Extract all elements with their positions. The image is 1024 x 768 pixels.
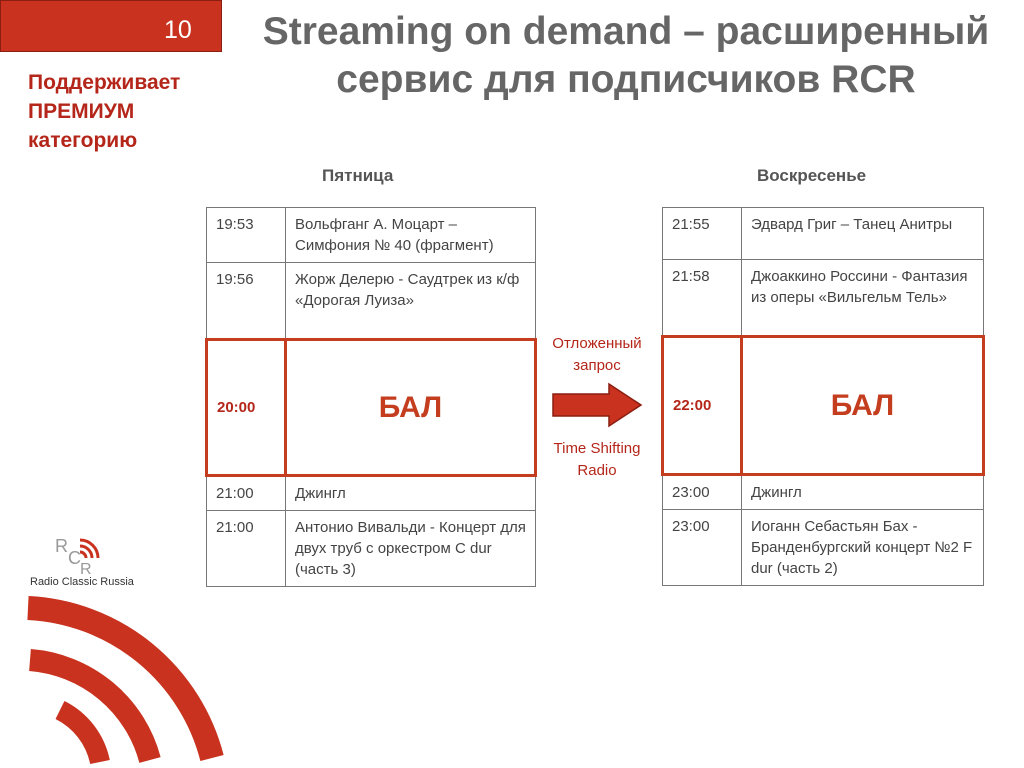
table-row: 19:56 Жорж Делерю - Саудтрек из к/ф «Дор… [206,262,536,340]
slide-number: 10 [164,16,192,44]
right-arrow-icon [552,382,643,428]
time-cell: 21:55 [662,207,742,260]
page-title-line-1: Streaming on demand – расширенный [262,10,990,53]
time-cell: 19:56 [206,262,286,340]
table-row: 19:53 Вольфганг А. Моцарт – Симфония № 4… [206,207,536,263]
day-label-sunday: Воскресенье [757,166,867,185]
svg-text:R: R [55,536,68,556]
program-cell: Антонио Вивальди - Концерт для двух труб… [285,510,536,587]
premium-note-line-1: Поддерживает [28,71,181,94]
program-cell-bal: БАЛ [740,335,985,476]
table-row: 21:58 Джоаккино Россини - Фантазия из оп… [662,259,984,337]
program-cell-bal: БАЛ [284,338,537,477]
table-row: 23:00 Джингл [662,474,984,510]
table-row: 21:00 Антонио Вивальди - Концерт для дву… [206,510,536,587]
logo-text: Radio Classic Russia [30,576,134,588]
program-cell: Жорж Делерю - Саудтрек из к/ф «Дорогая Л… [285,262,536,340]
day-label-friday: Пятница [322,166,394,185]
program-cell: Джингл [741,474,984,510]
premium-note-line-3: категорию [28,129,138,152]
table-row: 21:00 Джингл [206,475,536,511]
page-title: Streaming on demand – расширенный сервис… [236,8,1016,104]
program-cell: Иоганн Себастьян Бах - Бранденбургский к… [741,509,984,586]
premium-note-line-2: ПРЕМИУМ [28,100,135,123]
table-row-highlighted: 22:00 БАЛ [661,335,985,476]
time-cell: 19:53 [206,207,286,263]
time-cell: 21:00 [206,510,286,587]
deferred-request-label: Отложенный запрос [552,335,642,374]
time-cell: 21:00 [206,475,286,511]
svg-text:R: R [80,561,92,576]
time-cell: 22:00 [661,335,743,476]
schedule-table-sunday: 21:55 Эдвард Григ – Танец Анитры 21:58 Д… [661,207,985,586]
program-cell: Джоаккино Россини - Фантазия из оперы «В… [741,259,984,337]
time-cell: 20:00 [205,338,287,477]
rcr-logo-icon: R C R [55,536,100,576]
time-cell: 23:00 [662,509,742,586]
radio-waves-decoration-icon [27,596,224,765]
time-cell: 23:00 [662,474,742,510]
time-cell: 21:58 [662,259,742,337]
table-row: 21:55 Эдвард Григ – Танец Анитры [662,207,984,260]
premium-note: Поддерживает ПРЕМИУМ категорию [28,68,180,155]
table-row: 23:00 Иоганн Себастьян Бах - Бранденбург… [662,509,984,586]
program-cell: Джингл [285,475,536,511]
slide-number-box: 10 [0,0,222,52]
svg-text:C: C [68,548,81,568]
program-cell: Вольфганг А. Моцарт – Симфония № 40 (фра… [285,207,536,263]
page-title-line-2: сервис для подписчиков RCR [336,58,916,101]
table-row-highlighted: 20:00 БАЛ [205,338,537,477]
program-cell: Эдвард Григ – Танец Анитры [741,207,984,260]
schedule-table-friday: 19:53 Вольфганг А. Моцарт – Симфония № 4… [205,207,537,587]
time-shifting-label: Time Shifting Radio [553,440,641,479]
